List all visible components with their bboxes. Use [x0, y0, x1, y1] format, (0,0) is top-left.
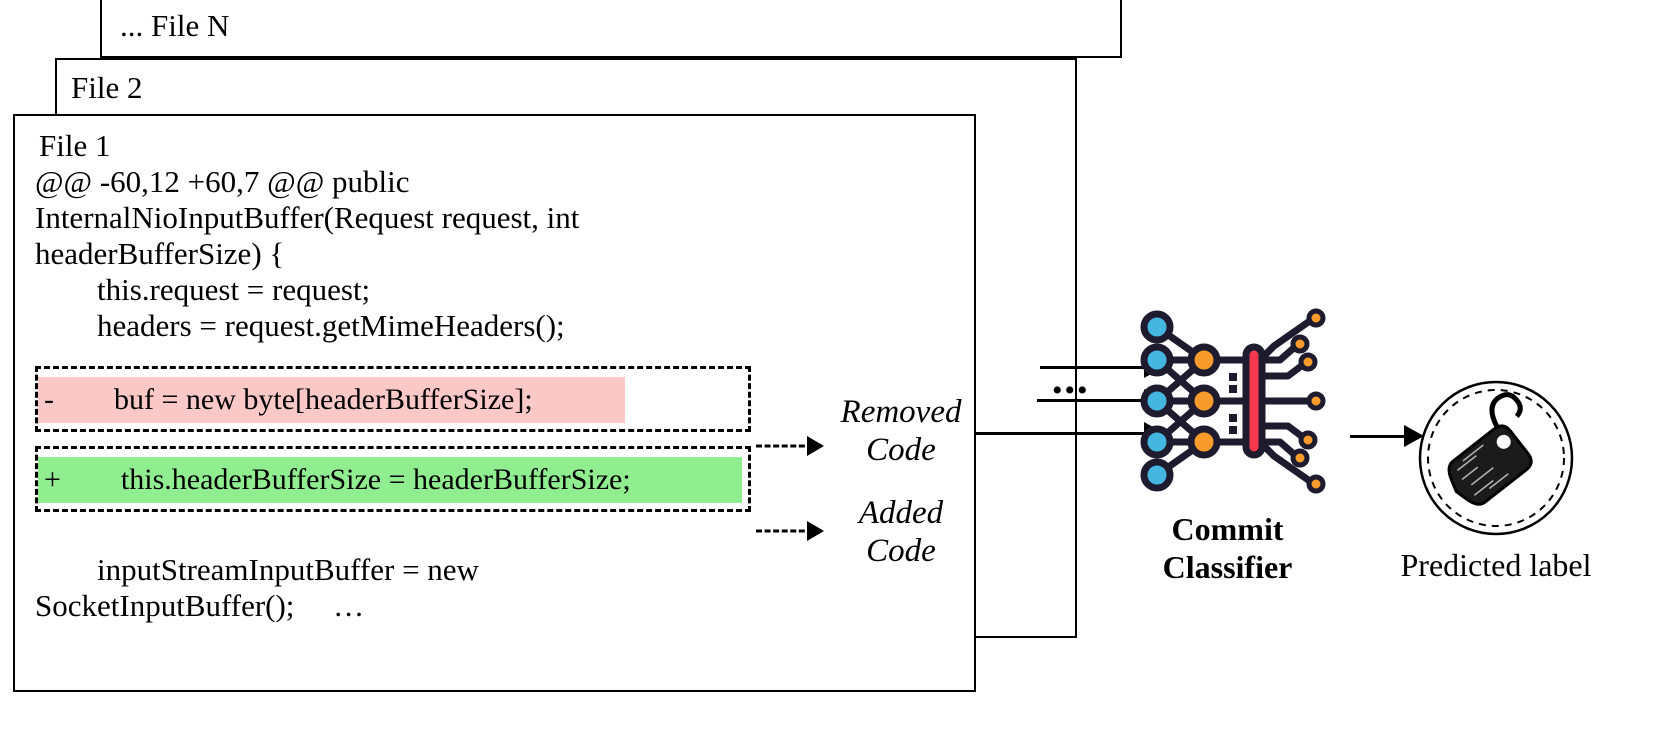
file-1-diff-body: File 1 @@ -60,12 +60,7 @@ public Interna… [35, 128, 964, 624]
code-line-headers: headers = request.getMimeHeaders(); [35, 308, 565, 343]
feed-ellipsis: ••• [1052, 374, 1090, 407]
diff-hunk-header: @@ -60,12 +60,7 @@ public [35, 164, 410, 199]
commit-classifier-label: Commit Classifier [1162, 511, 1293, 585]
code-line-this-request: this.request = request; [35, 272, 371, 307]
removed-code-connector-arrow [756, 436, 824, 456]
added-code-box: + this.headerBufferSize = headerBufferSi… [35, 446, 751, 512]
file-card-1: File 1 @@ -60,12 +60,7 @@ public Interna… [13, 114, 976, 692]
code-line-signature: InternalNioInputBuffer(Request request, … [35, 200, 580, 235]
added-code-label: Added Code [858, 495, 944, 569]
removed-code-box: - buf = new byte[headerBufferSize]; [35, 366, 751, 432]
added-code-line: + this.headerBufferSize = headerBufferSi… [38, 457, 742, 503]
file-card-n: ... File N [100, 0, 1122, 58]
code-line-input-stream: inputStreamInputBuffer = new [35, 552, 479, 587]
code-line-socket-buffer: SocketInputBuffer(); … [35, 588, 365, 623]
file-card-2-label: File 2 [71, 70, 143, 105]
file1-feed-line [976, 432, 1078, 435]
added-code-connector-arrow [756, 521, 824, 541]
code-line-signature-cont: headerBufferSize) { [35, 236, 285, 271]
file-card-n-label: ... File N [120, 8, 230, 43]
predicted-label-caption: Predicted label [1400, 547, 1592, 583]
removed-code-line: - buf = new byte[headerBufferSize]; [38, 377, 625, 423]
tag-icon [1416, 378, 1576, 538]
file-card-1-label: File 1 [39, 128, 111, 163]
neural-network-icon [1128, 306, 1328, 496]
removed-code-label: Removed Code [840, 394, 962, 468]
